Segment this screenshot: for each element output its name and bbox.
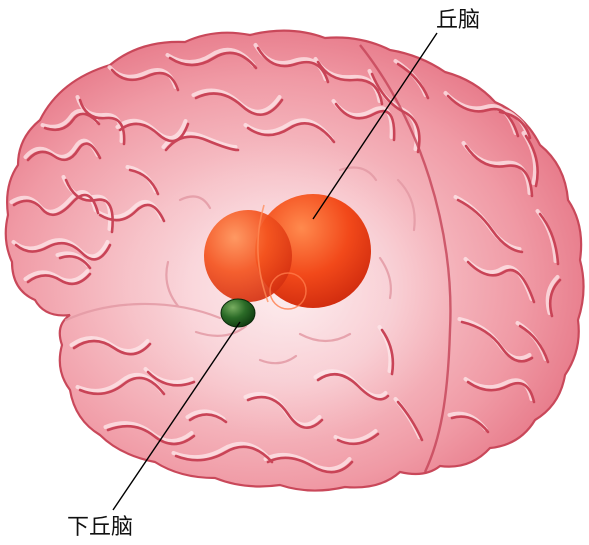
lobe-boundary <box>359 44 452 473</box>
hypothalamus-leader-line <box>112 321 241 511</box>
thalamus-overlap-edge <box>257 204 269 303</box>
thalamus-anterior-lobe <box>204 210 292 302</box>
hypothalamus <box>220 298 256 328</box>
hypothalamus-label: 下丘脑 <box>67 515 133 540</box>
thalamus-label: 丘脑 <box>436 8 480 33</box>
thalamus-leader-line <box>312 32 438 220</box>
thalamus <box>204 194 371 310</box>
thalamus-inner-nucleus <box>269 272 307 310</box>
